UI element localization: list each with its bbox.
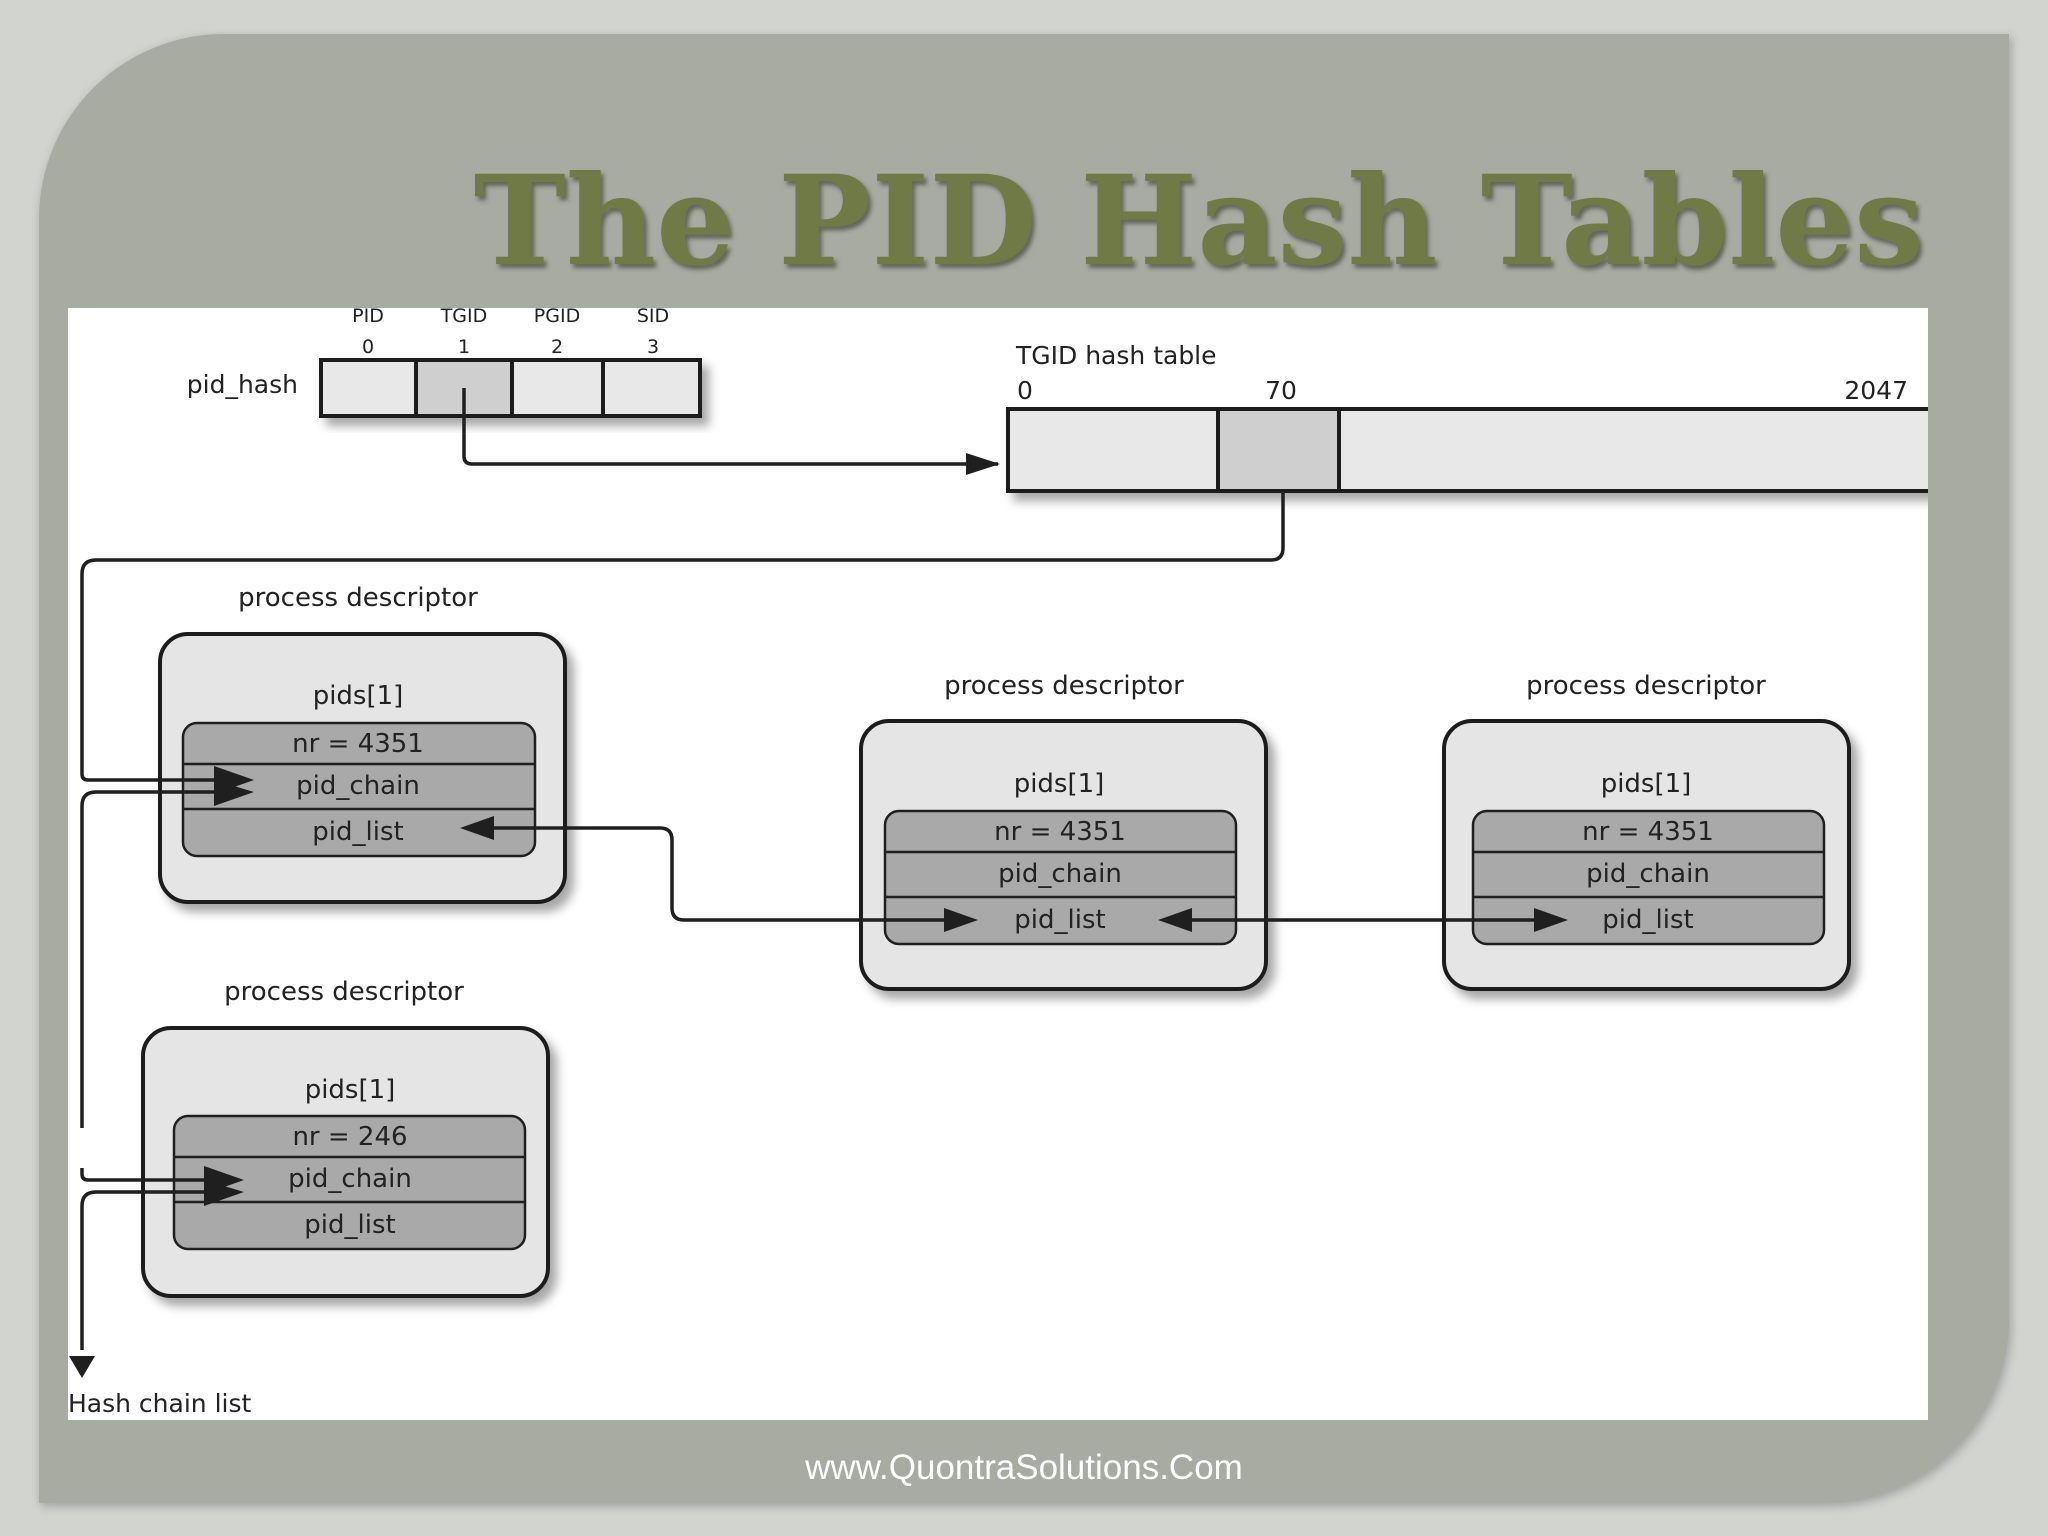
field-pid-chain: pid_chain — [288, 1164, 412, 1194]
process-descriptor-d: process descriptor pids[1] nr = 246 pid_… — [141, 977, 550, 1298]
pid-struct-box — [1471, 809, 1826, 946]
pid-list-link-ab — [468, 826, 968, 922]
pids-member-label: pids[1] — [313, 681, 404, 711]
tgid-index-start: 0 — [1017, 376, 1033, 405]
process-descriptor-c: process descriptor pids[1] nr = 4351 pid… — [1442, 671, 1851, 991]
tgid-table-cell-70 — [1216, 407, 1341, 493]
field-pid-list: pid_list — [1602, 905, 1693, 935]
arrowhead — [1158, 908, 1192, 932]
field-nr: nr = 4351 — [1582, 817, 1714, 847]
field-nr: nr = 4351 — [292, 729, 424, 759]
connectors — [69, 388, 1568, 1378]
pid-hash-col-name: TGID — [440, 308, 488, 327]
field-pid-chain: pid_chain — [296, 771, 420, 801]
field-pid-list: pid_list — [312, 817, 403, 847]
pid-hash-array: pid_hash PID 0 TGID 1 PGID 2 SID 3 — [187, 308, 702, 418]
arrowhead — [966, 453, 1000, 475]
process-descriptor-b: process descriptor pids[1] nr = 4351 pid… — [859, 671, 1268, 991]
pid-hash-col-index: 1 — [458, 336, 470, 358]
pid-hash-cell — [601, 358, 702, 418]
tgid-index-mid: 70 — [1265, 376, 1297, 405]
diagram-area: pid_hash PID 0 TGID 1 PGID 2 SID 3 TGID … — [68, 308, 1928, 1420]
field-pid-chain: pid_chain — [998, 859, 1122, 889]
descriptor-caption: process descriptor — [1526, 671, 1766, 701]
pid-hash-cell — [510, 358, 605, 418]
pid-hash-col-index: 2 — [551, 336, 563, 358]
arrowhead — [944, 908, 978, 932]
arrowhead — [204, 1180, 244, 1206]
tgid-table-title: TGID hash table — [1015, 341, 1217, 370]
pid-hash-col-name: PGID — [534, 308, 580, 327]
field-pid-list: pid_list — [1014, 905, 1105, 935]
pid-hash-col-name: SID — [637, 308, 669, 327]
chain-link-d-in — [80, 1168, 236, 1182]
hash-chain-down-arrowhead — [69, 1356, 95, 1378]
tgid-to-chain-arrow — [80, 491, 1285, 782]
tgid-hash-table: TGID hash table 0 70 2047 — [1006, 341, 1928, 493]
pid-hash-cell — [319, 358, 418, 418]
descriptor-caption: process descriptor — [944, 671, 1184, 701]
arrowhead — [214, 780, 254, 806]
field-pid-list: pid_list — [304, 1210, 395, 1240]
chain-link-a — [80, 790, 244, 1128]
pid-hash-col-index: 0 — [362, 336, 374, 358]
field-pid-chain: pid_chain — [1586, 859, 1710, 889]
arrowhead — [1534, 908, 1568, 932]
tgid-table-cell — [1006, 407, 1220, 493]
hash-chain-list-label: Hash chain list — [68, 1389, 251, 1418]
tgid-index-end: 2047 — [1844, 376, 1908, 405]
process-descriptor-a: process descriptor pids[1] nr = 4351 pid… — [158, 583, 567, 904]
pid-struct-box — [181, 721, 537, 858]
pids-member-label: pids[1] — [1601, 769, 1692, 799]
descriptor-caption: process descriptor — [224, 977, 464, 1007]
arrowhead — [460, 816, 494, 840]
pid-hash-col-name: PID — [352, 308, 384, 327]
pid-struct-box — [172, 1114, 527, 1251]
pid-hash-to-tgid-arrow — [462, 388, 998, 466]
tgid-table-cell — [1337, 407, 1928, 493]
footer-url[interactable]: www.QuontraSolutions.Com — [805, 1448, 1243, 1487]
pid-struct-box — [883, 809, 1238, 946]
field-nr: nr = 246 — [292, 1122, 407, 1152]
pids-member-label: pids[1] — [305, 1075, 396, 1105]
pids-member-label: pids[1] — [1014, 769, 1105, 799]
field-nr: nr = 4351 — [994, 817, 1126, 847]
slide-title: The PID Hash Tables — [473, 149, 1924, 294]
pid-hash-diagram: pid_hash PID 0 TGID 1 PGID 2 SID 3 TGID … — [68, 308, 1928, 1418]
descriptor-caption: process descriptor — [238, 583, 478, 613]
chain-link-d-out — [80, 1190, 236, 1350]
pid-hash-col-index: 3 — [647, 336, 659, 358]
pid-hash-label: pid_hash — [187, 370, 298, 399]
